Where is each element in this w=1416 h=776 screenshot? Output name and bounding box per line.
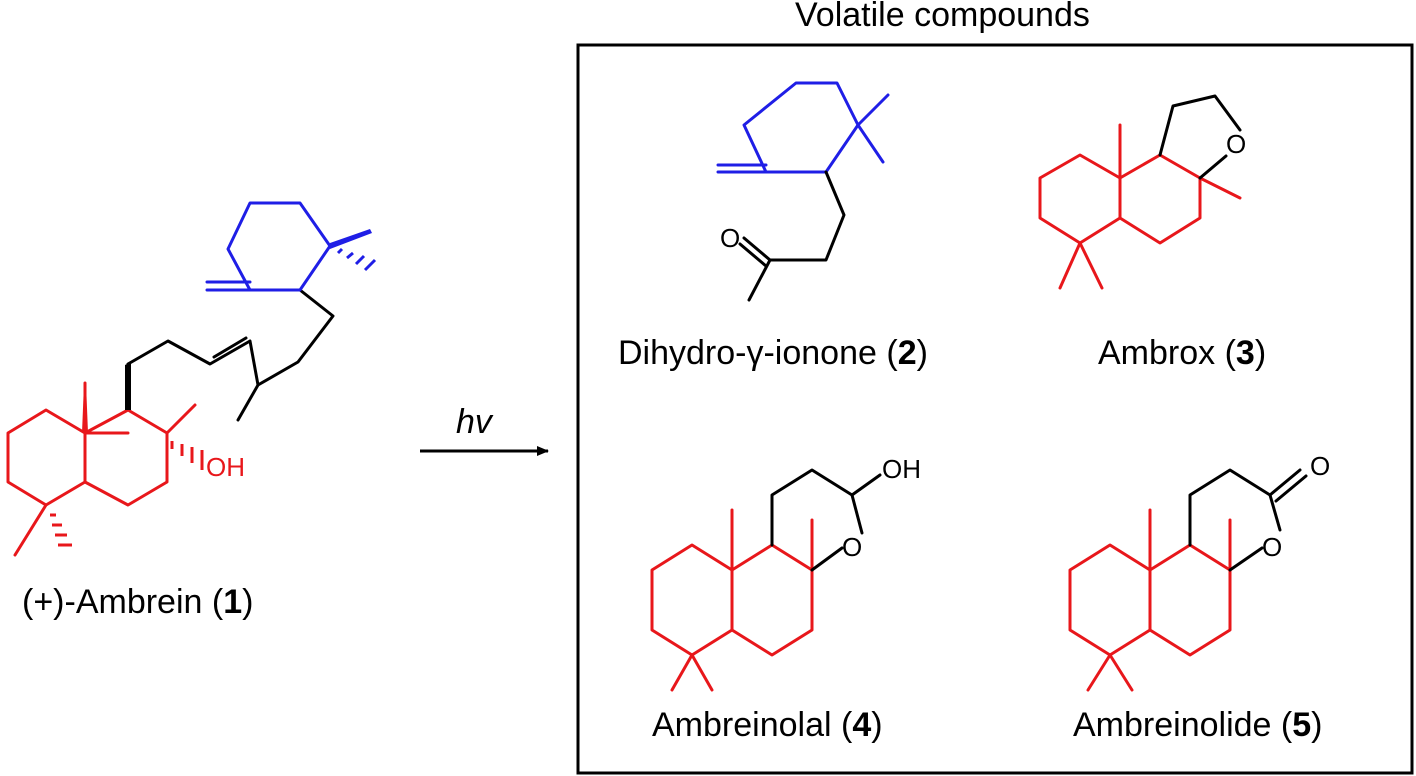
ambrein-c8-methyl-bond	[165, 403, 197, 435]
ambrein-gem-dimethyl-bond	[13, 503, 48, 557]
ambreinolal-label: Ambreinolal (4)	[652, 706, 883, 744]
ambreinolal-ring-b	[730, 543, 814, 657]
ambreinolide-gem-dimethyl	[1086, 653, 1134, 692]
ambreinolide-ring-a	[1068, 543, 1152, 657]
ionone-blue-ring	[742, 81, 860, 174]
ambrox-ring-a	[1038, 153, 1122, 245]
ambrox-thf-ring	[1158, 94, 1242, 180]
volatile-compounds-box	[576, 43, 1414, 775]
ambrein-exomethylene-bond	[205, 280, 252, 292]
ionone-label: Dihydro-γ-ionone (2)	[618, 334, 928, 372]
box-title: Volatile compounds	[795, 0, 1090, 34]
ambrein-blue-hashed-methyl	[336, 247, 377, 272]
ambrox-ring-b	[1118, 153, 1202, 245]
ambreinolide-carbonyl	[1268, 468, 1308, 503]
ambreinolide-carbonyl-o: O	[1310, 451, 1330, 481]
ambrein-side-chain	[126, 288, 335, 387]
ionone-side-chain	[747, 170, 846, 302]
ambrein-label: (+)-Ambrein (1)	[22, 583, 253, 621]
dihydro-ionone-structure: O	[716, 81, 890, 302]
ambrein-hashed-oh-bond	[170, 441, 204, 470]
ambrox-c8-methyl	[1198, 176, 1242, 200]
ambrein-ring-a	[6, 408, 130, 507]
ambrox-label: Ambrox (3)	[1098, 334, 1266, 372]
ambrein-methyl-wedge	[330, 229, 372, 249]
ambrox-structure: O	[1038, 94, 1246, 290]
ambreinolide-ring-b	[1148, 543, 1232, 657]
ambrein-side-chain-wedge	[125, 362, 131, 410]
reaction-condition: hv	[456, 403, 494, 441]
ambreinolal-oh-bond	[850, 473, 882, 497]
ambrein-oh-label: OH	[206, 452, 245, 482]
ambrein-alkene-double-bond	[212, 336, 248, 359]
ambreinolide-label: Ambreinolide (5)	[1073, 706, 1322, 744]
ambrox-gem-dimethyl	[1058, 241, 1104, 290]
ambreinolide-lactone-ring	[1188, 468, 1282, 572]
ambreinolal-pyran-ring	[770, 468, 864, 572]
ambrein-structure: OH	[6, 201, 377, 557]
ionone-exomethylene	[716, 163, 768, 174]
ionone-carbonyl-o: O	[720, 223, 740, 253]
ambrox-o-label: O	[1226, 129, 1246, 159]
ionone-carbonyl	[738, 236, 772, 268]
ambreinolide-ring-o: O	[1262, 532, 1282, 562]
ambrein-ring-b	[83, 408, 169, 507]
ambrein-wedge-bond	[82, 383, 88, 433]
ambreinolal-oh: OH	[882, 454, 921, 484]
ambreinolide-structure: O O	[1068, 451, 1330, 692]
ambrein-vinyl-methyl-bond	[236, 383, 260, 422]
ambreinolal-ring-o: O	[842, 532, 862, 562]
ambreinolal-structure: O OH	[650, 454, 921, 692]
ambreinolal-gem-dimethyl	[670, 653, 714, 692]
ambrein-blue-ring	[226, 201, 332, 292]
ionone-gem-dimethyl	[856, 93, 890, 164]
ambrein-hashed-methyl-bond	[50, 513, 72, 547]
ambreinolal-ring-a	[650, 543, 734, 657]
